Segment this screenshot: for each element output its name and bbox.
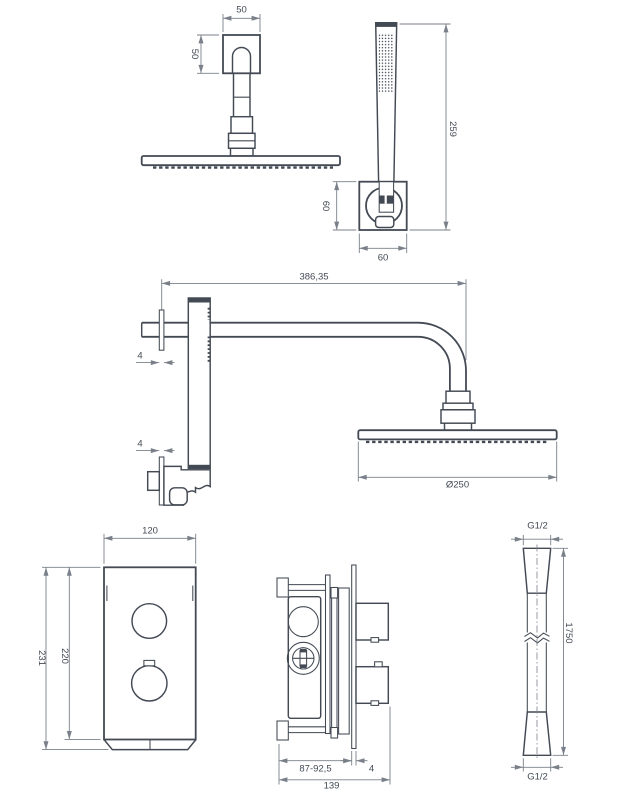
dim-label-hose-thread-top: G1/2	[527, 520, 548, 532]
wall-flange-top	[158, 309, 165, 351]
hose-tube	[526, 593, 547, 712]
break-symbol	[524, 632, 550, 639]
dim-label-overhead-height: 50	[188, 48, 200, 60]
dim-label-valve-total: 139	[323, 780, 340, 792]
dim-label-hose-length: 1750	[562, 622, 574, 644]
hand-shower-side	[187, 297, 211, 470]
cover-plate-edge	[351, 564, 357, 750]
dim-label-flange-top: 4	[137, 350, 143, 362]
trim-plate	[103, 566, 197, 741]
dim-label-trim-width: 120	[142, 524, 158, 536]
view-overhead-shower-front	[140, 14, 341, 169]
dim-label-overhead-width: 50	[236, 4, 247, 16]
pipe-connection	[287, 606, 319, 638]
temperature-knob	[131, 602, 168, 640]
dim-label-trim-total-height: 231	[35, 649, 47, 666]
view-concealed-valve-side	[276, 564, 391, 785]
rain-head-edge	[140, 155, 341, 167]
holder-hex-nut	[146, 470, 161, 492]
wall-escutcheon-square	[222, 34, 261, 75]
valve-screw-outer	[286, 641, 320, 675]
dim-label-head-diameter: Ø250	[445, 478, 470, 490]
view-trim-plate-front	[42, 533, 197, 751]
dim-label-holder-width: 60	[377, 252, 389, 264]
shower-arm-outer	[141, 321, 467, 392]
shower-arm-inner	[141, 335, 451, 392]
valve-body-box	[287, 595, 322, 720]
dim-label-trim-plate-height: 220	[58, 647, 70, 664]
view-shower-hose	[511, 535, 568, 772]
head-connector	[445, 390, 471, 404]
mounting-lug-bottom	[276, 720, 289, 741]
dim-label-valve-plate: 4	[368, 763, 375, 775]
dim-label-flange-bottom: 4	[137, 438, 143, 450]
mounting-lug-top	[276, 577, 289, 598]
dim-label-hose-thread-bottom: G1/2	[527, 771, 548, 783]
view-shower-arm-side	[136, 279, 558, 506]
dim-label-handshower-height: 259	[446, 120, 458, 137]
rain-head-side	[357, 429, 558, 441]
hose-nipple	[374, 215, 395, 229]
dim-label-holder-height: 60	[319, 200, 331, 212]
dim-label-valve-depth: 87-92,5	[299, 763, 332, 775]
view-handshower-with-holder-front	[332, 21, 451, 253]
spray-face-dots	[378, 33, 394, 94]
depth-adjust-ribs	[338, 587, 350, 735]
knob-upper-side	[355, 602, 390, 641]
knob-lower-side	[355, 665, 390, 705]
arm-bend-arch	[231, 46, 252, 74]
dim-label-arm-length: 386,35	[299, 270, 329, 282]
